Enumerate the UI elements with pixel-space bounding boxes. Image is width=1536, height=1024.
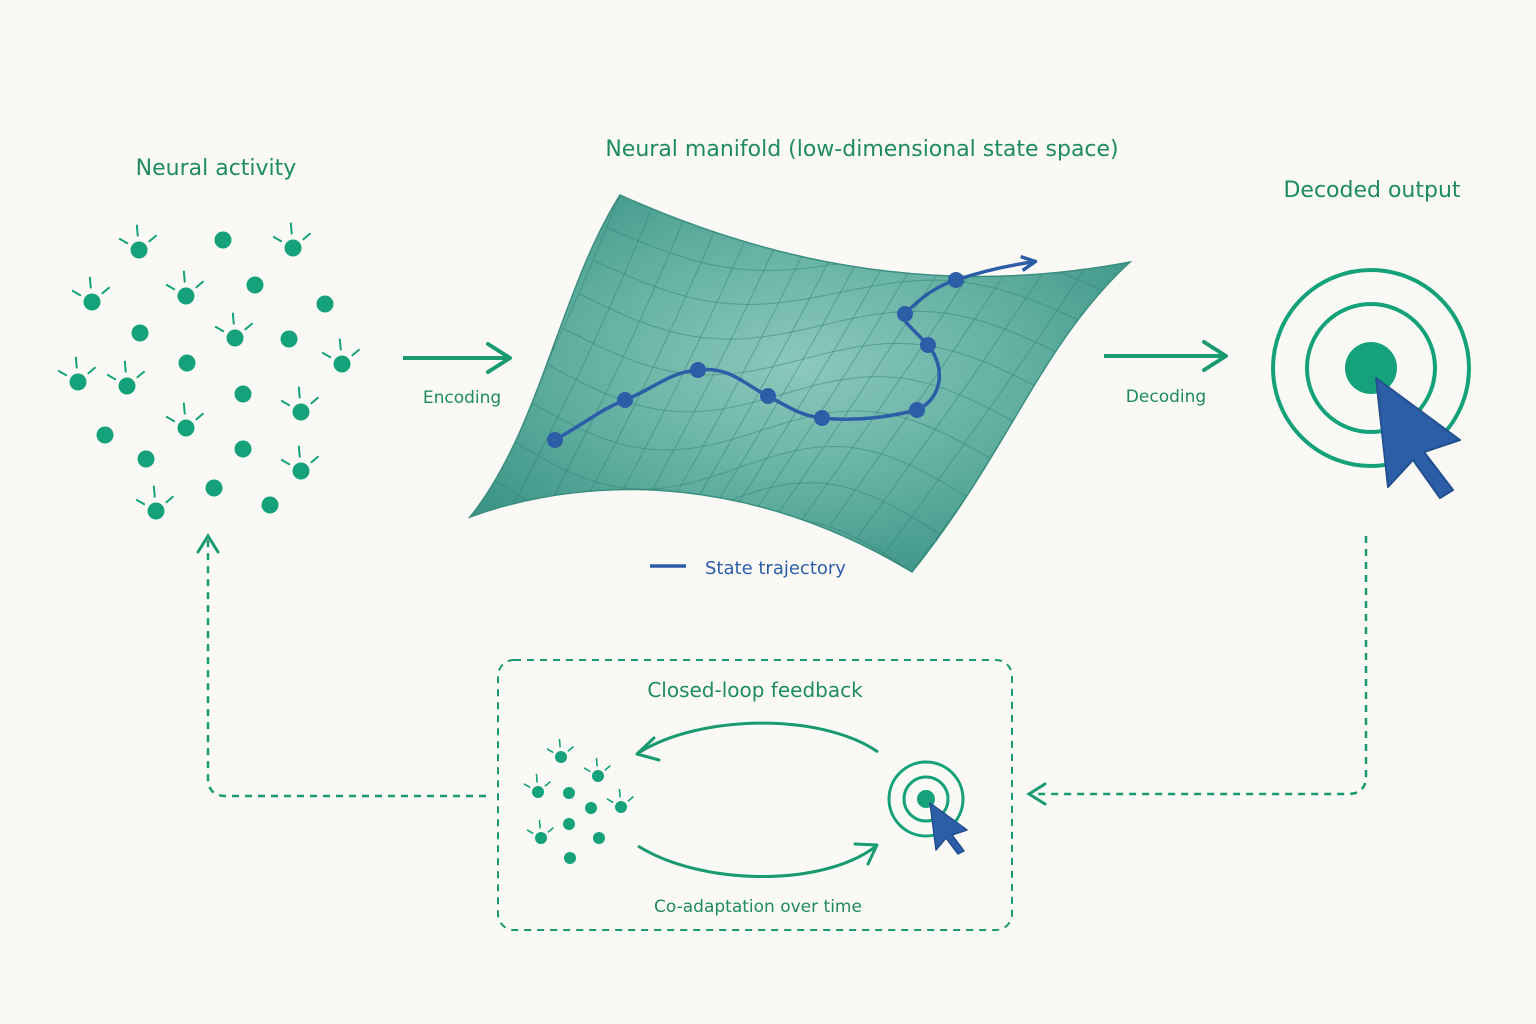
neuron-icon: [563, 818, 575, 830]
target-icon: [1271, 268, 1471, 468]
decoded-output-title: Decoded output: [1283, 178, 1460, 203]
neuron-population: [57, 222, 360, 520]
firing-neuron-icon: [321, 338, 360, 373]
neuron-icon: [246, 276, 264, 294]
trajectory-legend: State trajectory: [650, 558, 846, 579]
feedback-path-left: [196, 533, 486, 798]
closed-loop-title: Closed-loop feedback: [647, 678, 863, 702]
trajectory-point: [897, 306, 913, 322]
state-trajectory: [547, 262, 1032, 448]
trajectory-point: [814, 410, 830, 426]
firing-neuron-icon: [606, 788, 634, 813]
firing-neuron-icon: [272, 222, 311, 257]
decoding-arrow: [1104, 340, 1228, 372]
firing-neuron-icon: [214, 312, 253, 347]
firing-neuron-icon: [165, 270, 204, 305]
firing-neuron-icon: [71, 276, 110, 311]
mini-neuron-population: [523, 738, 634, 864]
firing-neuron-icon: [280, 445, 319, 480]
neuron-icon: [261, 496, 279, 514]
neuron-icon: [131, 324, 149, 342]
manifold-title: Neural manifold (low-dimensional state s…: [605, 137, 1118, 162]
encoding-arrow: [403, 342, 512, 374]
trajectory-point: [920, 337, 936, 353]
feedback-path-right: [1026, 536, 1368, 806]
neuron-icon: [593, 832, 605, 844]
neuron-icon: [137, 450, 155, 468]
trajectory-point: [617, 392, 633, 408]
neuron-icon: [316, 295, 334, 313]
neural-manifold-surface: [467, 194, 1133, 573]
decoding-label: Decoding: [1126, 387, 1206, 407]
co-adaptation-label: Co-adaptation over time: [654, 897, 862, 917]
cursor-icon: [1375, 377, 1461, 499]
firing-neuron-icon: [546, 738, 574, 763]
trajectory-point: [690, 362, 706, 378]
trajectory-point: [760, 388, 776, 404]
neuron-icon: [96, 426, 114, 444]
trajectory-point: [547, 432, 563, 448]
neuron-icon: [234, 440, 252, 458]
encoding-label: Encoding: [423, 388, 501, 408]
neuron-icon: [234, 385, 252, 403]
neuron-icon: [585, 802, 597, 814]
trajectory-point: [948, 272, 964, 288]
mini-cursor-icon: [929, 802, 968, 855]
neural-activity-title: Neural activity: [136, 156, 297, 181]
firing-neuron-icon: [165, 402, 204, 437]
firing-neuron-icon: [135, 485, 174, 520]
neuron-icon: [280, 330, 298, 348]
firing-neuron-icon: [118, 224, 157, 259]
firing-neuron-icon: [280, 386, 319, 421]
trajectory-point: [909, 402, 925, 418]
closed-loop-feedback-box: [497, 659, 1013, 931]
legend-label: State trajectory: [705, 558, 846, 579]
firing-neuron-icon: [523, 773, 551, 798]
neuron-icon: [564, 852, 576, 864]
co-adaptation-arrows: [635, 721, 879, 878]
neuron-icon: [178, 354, 196, 372]
neuron-icon: [214, 231, 232, 249]
neuron-icon: [205, 479, 223, 497]
firing-neuron-icon: [583, 757, 611, 782]
firing-neuron-icon: [57, 356, 96, 391]
neuron-icon: [563, 787, 575, 799]
firing-neuron-icon: [526, 819, 554, 844]
firing-neuron-icon: [106, 360, 145, 395]
